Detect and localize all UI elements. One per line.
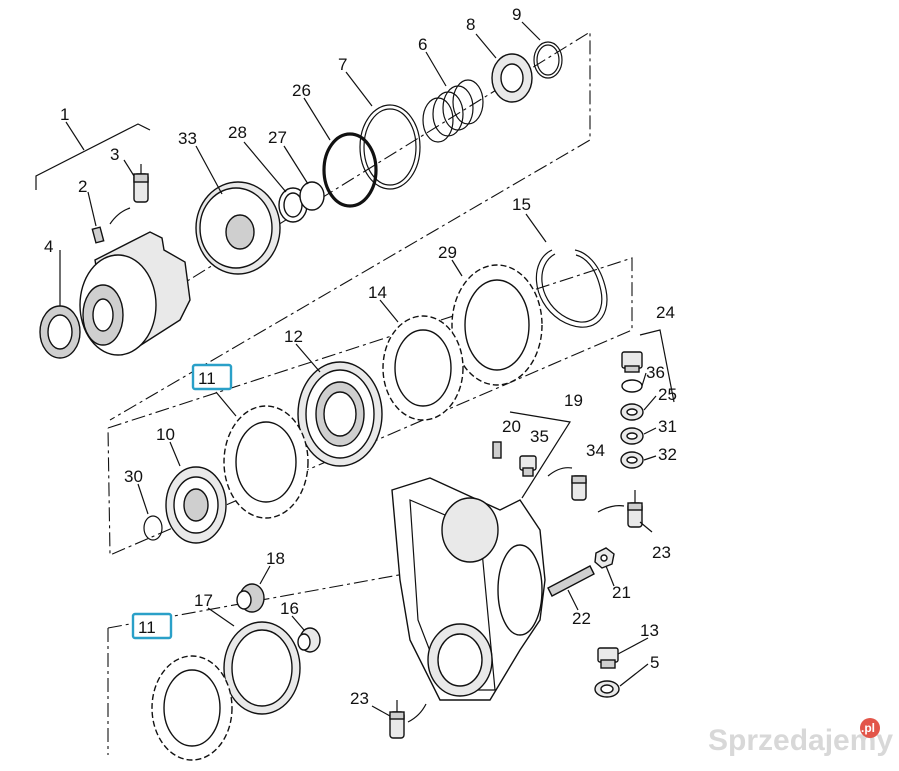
label-4: 4: [44, 237, 53, 256]
label-1: 1: [60, 105, 69, 124]
label-7: 7: [338, 55, 347, 74]
snap-ring-part-9: [533, 41, 563, 79]
washer-part-31: [620, 427, 644, 445]
label-31: 31: [658, 417, 677, 436]
arrow-23-lower: [407, 703, 427, 723]
label-8: 8: [466, 15, 475, 34]
sprzedajemy-watermark: Sprzedajemy .pl: [708, 718, 893, 757]
pin-part-20: [492, 441, 502, 459]
plate-part-11-lower: [151, 655, 233, 761]
label-35: 35: [530, 427, 549, 446]
label-36: 36: [646, 363, 665, 382]
label-26: 26: [292, 81, 311, 100]
arrow-34: [547, 467, 573, 477]
watermark-badge-icon: [860, 718, 880, 738]
vial-part-23-right: [627, 490, 643, 528]
label-23-right: 23: [652, 543, 671, 562]
label-19: 19: [564, 391, 583, 410]
washer-part-36: [621, 379, 643, 393]
leader-lines: [59, 21, 657, 717]
label-29: 29: [438, 243, 457, 262]
label-23-lower: 23: [350, 689, 369, 708]
seal-part-27: [299, 181, 325, 211]
label-25: 25: [658, 385, 677, 404]
washer-part-32: [620, 451, 644, 469]
label-27: 27: [268, 128, 287, 147]
spring-retainer-part-8: [491, 53, 533, 103]
snap-ring-part-30: [143, 515, 163, 541]
transmission-housing: [391, 477, 546, 701]
washer-part-25: [620, 403, 644, 421]
label-12: 12: [284, 327, 303, 346]
label-33: 33: [178, 129, 197, 148]
o-ring-part-26: [322, 132, 378, 208]
bracket-part-24: [639, 329, 675, 403]
label-13: 13: [640, 621, 659, 640]
needle-bearing-part-4: [39, 305, 81, 359]
vial-part-23-lower: [389, 700, 405, 739]
plug-part-24: [621, 351, 643, 373]
clutch-housing-part-1: [79, 231, 191, 356]
plug-part-13: [597, 647, 619, 669]
label-24: 24: [656, 303, 675, 322]
bearing-part-12: [297, 361, 383, 467]
label-16: 16: [280, 599, 299, 618]
bracket-part-19: [509, 411, 571, 499]
highlight-box-11-lower: [131, 612, 173, 640]
plug-part-35: [519, 455, 537, 477]
label-21: 21: [612, 583, 631, 602]
label-30: 30: [124, 467, 143, 486]
seal-ring-part-7: [359, 104, 421, 190]
plate-part-29: [451, 264, 543, 386]
bracket-part-1: [35, 121, 151, 190]
set-screw-part-2: [91, 226, 105, 244]
label-22: 22: [572, 609, 591, 628]
stud-part-22: [547, 565, 595, 597]
label-32: 32: [658, 445, 677, 464]
label-15: 15: [512, 195, 531, 214]
label-20: 20: [502, 417, 521, 436]
washer-part-5: [594, 680, 620, 698]
label-18: 18: [266, 549, 285, 568]
watermark-badge-text: .pl: [861, 721, 875, 735]
bushing-part-18: [236, 583, 265, 613]
label-11-lower: 11: [138, 618, 156, 637]
seal-part-17: [223, 621, 301, 715]
piston-part-33: [195, 181, 281, 275]
label-3: 3: [110, 145, 119, 164]
part-labels: 1 2 3 4 33 28 27 26 7 6 8 9 15 29 14 12 …: [44, 5, 677, 708]
label-5: 5: [650, 653, 659, 672]
bushing-part-16: [297, 627, 321, 653]
vial-part-34: [571, 475, 587, 501]
arrow-3-to-2: [109, 207, 131, 225]
highlight-box-11-upper: [191, 363, 233, 391]
plate-part-11-upper: [223, 405, 309, 519]
nut-part-21: [594, 547, 615, 569]
label-28: 28: [228, 123, 247, 142]
label-2: 2: [78, 177, 87, 196]
label-14: 14: [368, 283, 387, 302]
label-11-upper: 11: [198, 369, 216, 388]
spring-part-6: [422, 79, 484, 143]
arrow-23-right: [597, 505, 625, 513]
label-34: 34: [586, 441, 605, 460]
label-9: 9: [512, 5, 521, 24]
assembly-frame-middle: [107, 257, 633, 556]
label-17: 17: [194, 591, 213, 610]
label-10: 10: [156, 425, 175, 444]
gear-part-10: [165, 466, 227, 544]
snap-ring-part-15: [535, 249, 608, 328]
label-6: 6: [418, 35, 427, 54]
plate-part-14: [382, 315, 464, 421]
vial-part-3: [133, 164, 149, 203]
